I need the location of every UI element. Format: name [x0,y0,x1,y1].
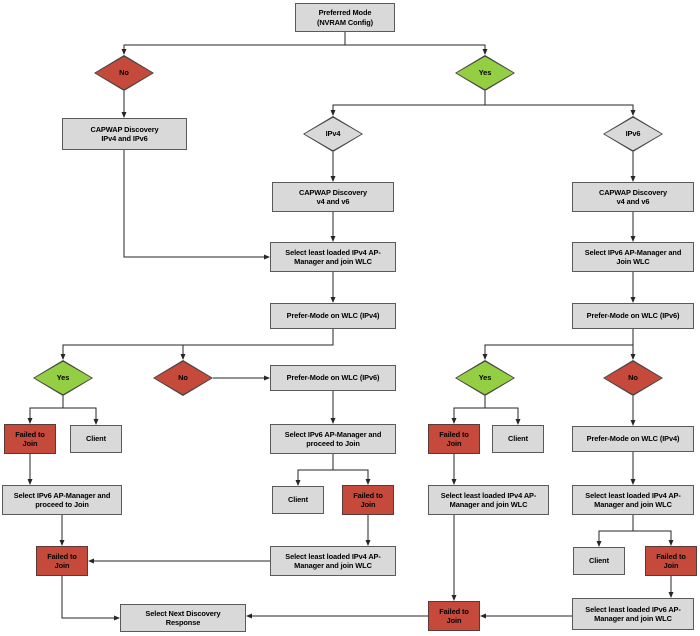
decision-no-1-label: No [119,68,129,78]
node-prefer-mode-ipv4-mid: Prefer-Mode on WLC (IPv4) [270,303,396,329]
edge-yes2-failed1 [27,396,64,424]
node-client-1: Client [70,425,122,453]
node-capwap-discovery-dual: CAPWAP Discovery IPv4 and IPv6 [62,118,187,150]
node-select-ipv4-join-mid-2: Select least loaded IPv4 AP- Manager and… [270,546,396,576]
decision-no-1: No [94,55,154,91]
decision-yes-1: Yes [455,55,515,91]
decision-yes-2-label: Yes [56,373,70,383]
edge-yes1-ipv4 [330,91,486,116]
edge-prefer-ipv4-mid-yes2 [60,329,334,360]
node-select-ipv4-join-far-right: Select least loaded IPv4 AP- Manager and… [572,485,694,515]
node-prefer-mode-ipv6-right: Prefer-Mode on WLC (IPv6) [572,303,694,329]
decision-no-2-label: No [178,373,188,383]
node-failed-join-2: Failed to Join [428,424,480,454]
decision-no-3-label: No [628,373,638,383]
decision-yes-1-label: Yes [478,68,492,78]
decision-ipv6-label: IPv6 [625,129,641,139]
node-select-ipv6-join-bottom: Select least loaded IPv6 AP- Manager and… [572,598,694,630]
edge-preferred-mode-yes [345,44,488,55]
node-preferred-mode: Preferred Mode (NVRAM Config) [295,3,395,32]
decision-ipv4-label: IPv4 [325,129,341,139]
node-prefer-mode-ipv4-right: Prefer-Mode on WLC (IPv4) [572,426,694,452]
node-prefer-mode-ipv6-mid: Prefer-Mode on WLC (IPv6) [270,365,396,391]
edge-yes3-failed2 [451,396,486,424]
node-select-ipv4-join-mid: Select least loaded IPv4 AP- Manager and… [270,242,396,272]
node-capwap-discovery-mid: CAPWAP Discovery v4 and v6 [272,182,394,212]
node-failed-join-6: Failed to Join [428,601,480,631]
decision-no-2: No [153,360,213,396]
node-failed-join-5: Failed to Join [645,546,697,576]
edge-preferred-mode-no [121,32,346,55]
decision-yes-2: Yes [33,360,93,396]
edge-capwap-dual-select-ipv4-mid [123,150,270,260]
node-select-ipv6-proceed-left: Select IPv6 AP-Manager and proceed to Jo… [2,485,122,515]
decision-no-3: No [603,360,663,396]
decision-ipv4: IPv4 [303,116,363,152]
node-capwap-discovery-right: CAPWAP Discovery v4 and v6 [572,182,694,212]
node-client-4: Client [573,547,625,575]
edge-select-far-right-client4 [596,515,634,547]
decision-yes-3: Yes [455,360,515,396]
edge-prefer-ipv6-right-yes3 [482,329,634,360]
node-select-ipv4-join-right: Select least loaded IPv4 AP- Manager and… [428,485,549,515]
decision-ipv6: IPv6 [603,116,663,152]
edge-yes1-ipv6 [485,104,636,116]
node-client-3: Client [272,486,324,514]
node-failed-join-4: Failed to Join [36,546,88,576]
node-select-ipv6-proceed-mid: Select IPv6 AP-Manager and proceed to Jo… [270,424,396,454]
node-client-2: Client [492,425,544,453]
edge-select-proceed-mid-failed3 [333,469,371,485]
edge-select-proceed-mid-client3 [295,454,334,486]
decision-yes-3-label: Yes [478,373,492,383]
node-select-next-discovery: Select Next Discovery Response [120,604,246,632]
node-select-ipv6-join-right: Select IPv6 AP-Manager and Join WLC [572,242,694,272]
node-failed-join-1: Failed to Join [4,424,56,454]
edge-failed4-select-next [61,576,120,621]
edge-yes2-client1 [63,407,99,425]
node-failed-join-3: Failed to Join [342,485,394,515]
edge-select-far-right-failed5 [633,530,674,546]
edge-yes3-client2 [485,407,521,425]
